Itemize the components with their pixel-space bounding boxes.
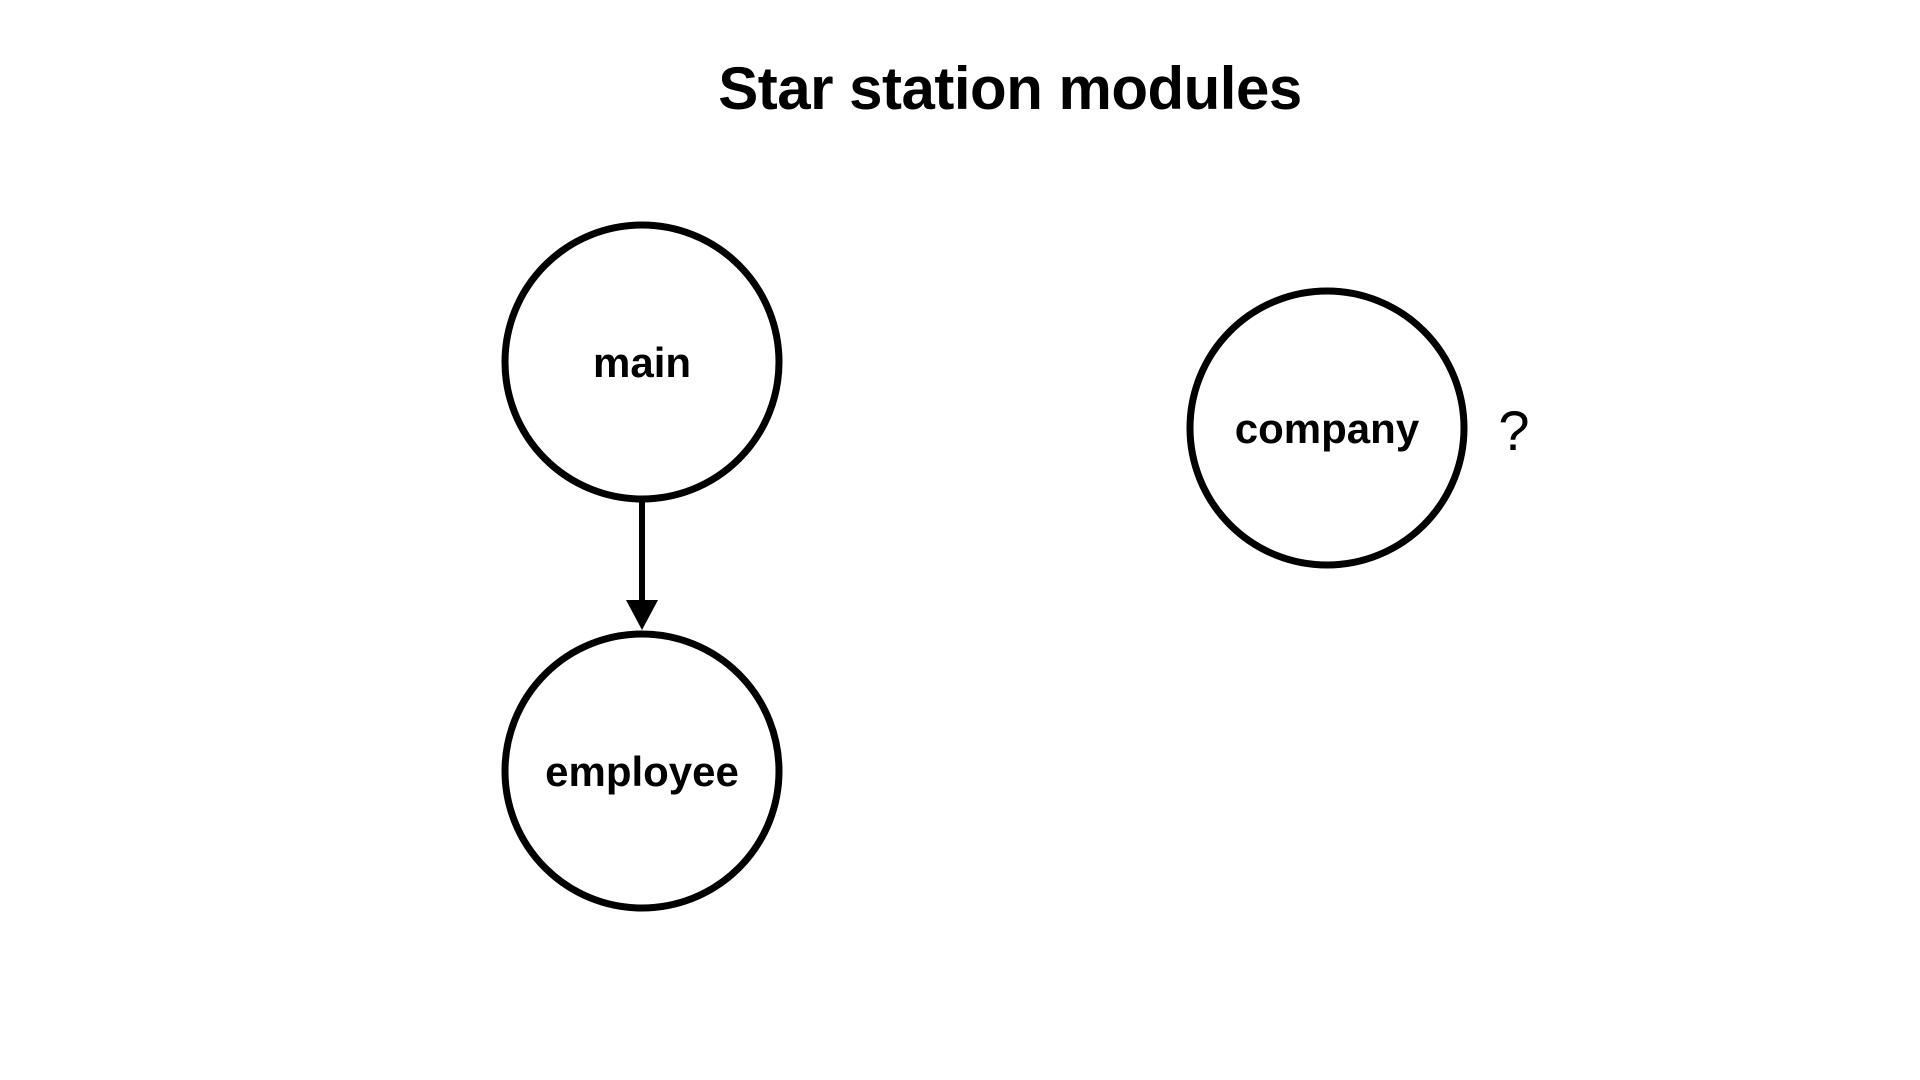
diagram-title: Star station modules bbox=[718, 55, 1302, 122]
node-main-label: main bbox=[593, 339, 691, 386]
node-main: main bbox=[501, 221, 783, 503]
arrowhead-icon bbox=[626, 600, 658, 630]
node-company-circle bbox=[1186, 287, 1468, 569]
node-company-label: company bbox=[1235, 405, 1420, 452]
node-company: company bbox=[1186, 287, 1468, 569]
node-employee-circle bbox=[501, 630, 783, 912]
company-question-mark: ? bbox=[1498, 399, 1529, 462]
edge-main-to-employee bbox=[626, 499, 658, 630]
node-employee-label: employee bbox=[545, 748, 739, 795]
node-employee: employee bbox=[501, 630, 783, 912]
